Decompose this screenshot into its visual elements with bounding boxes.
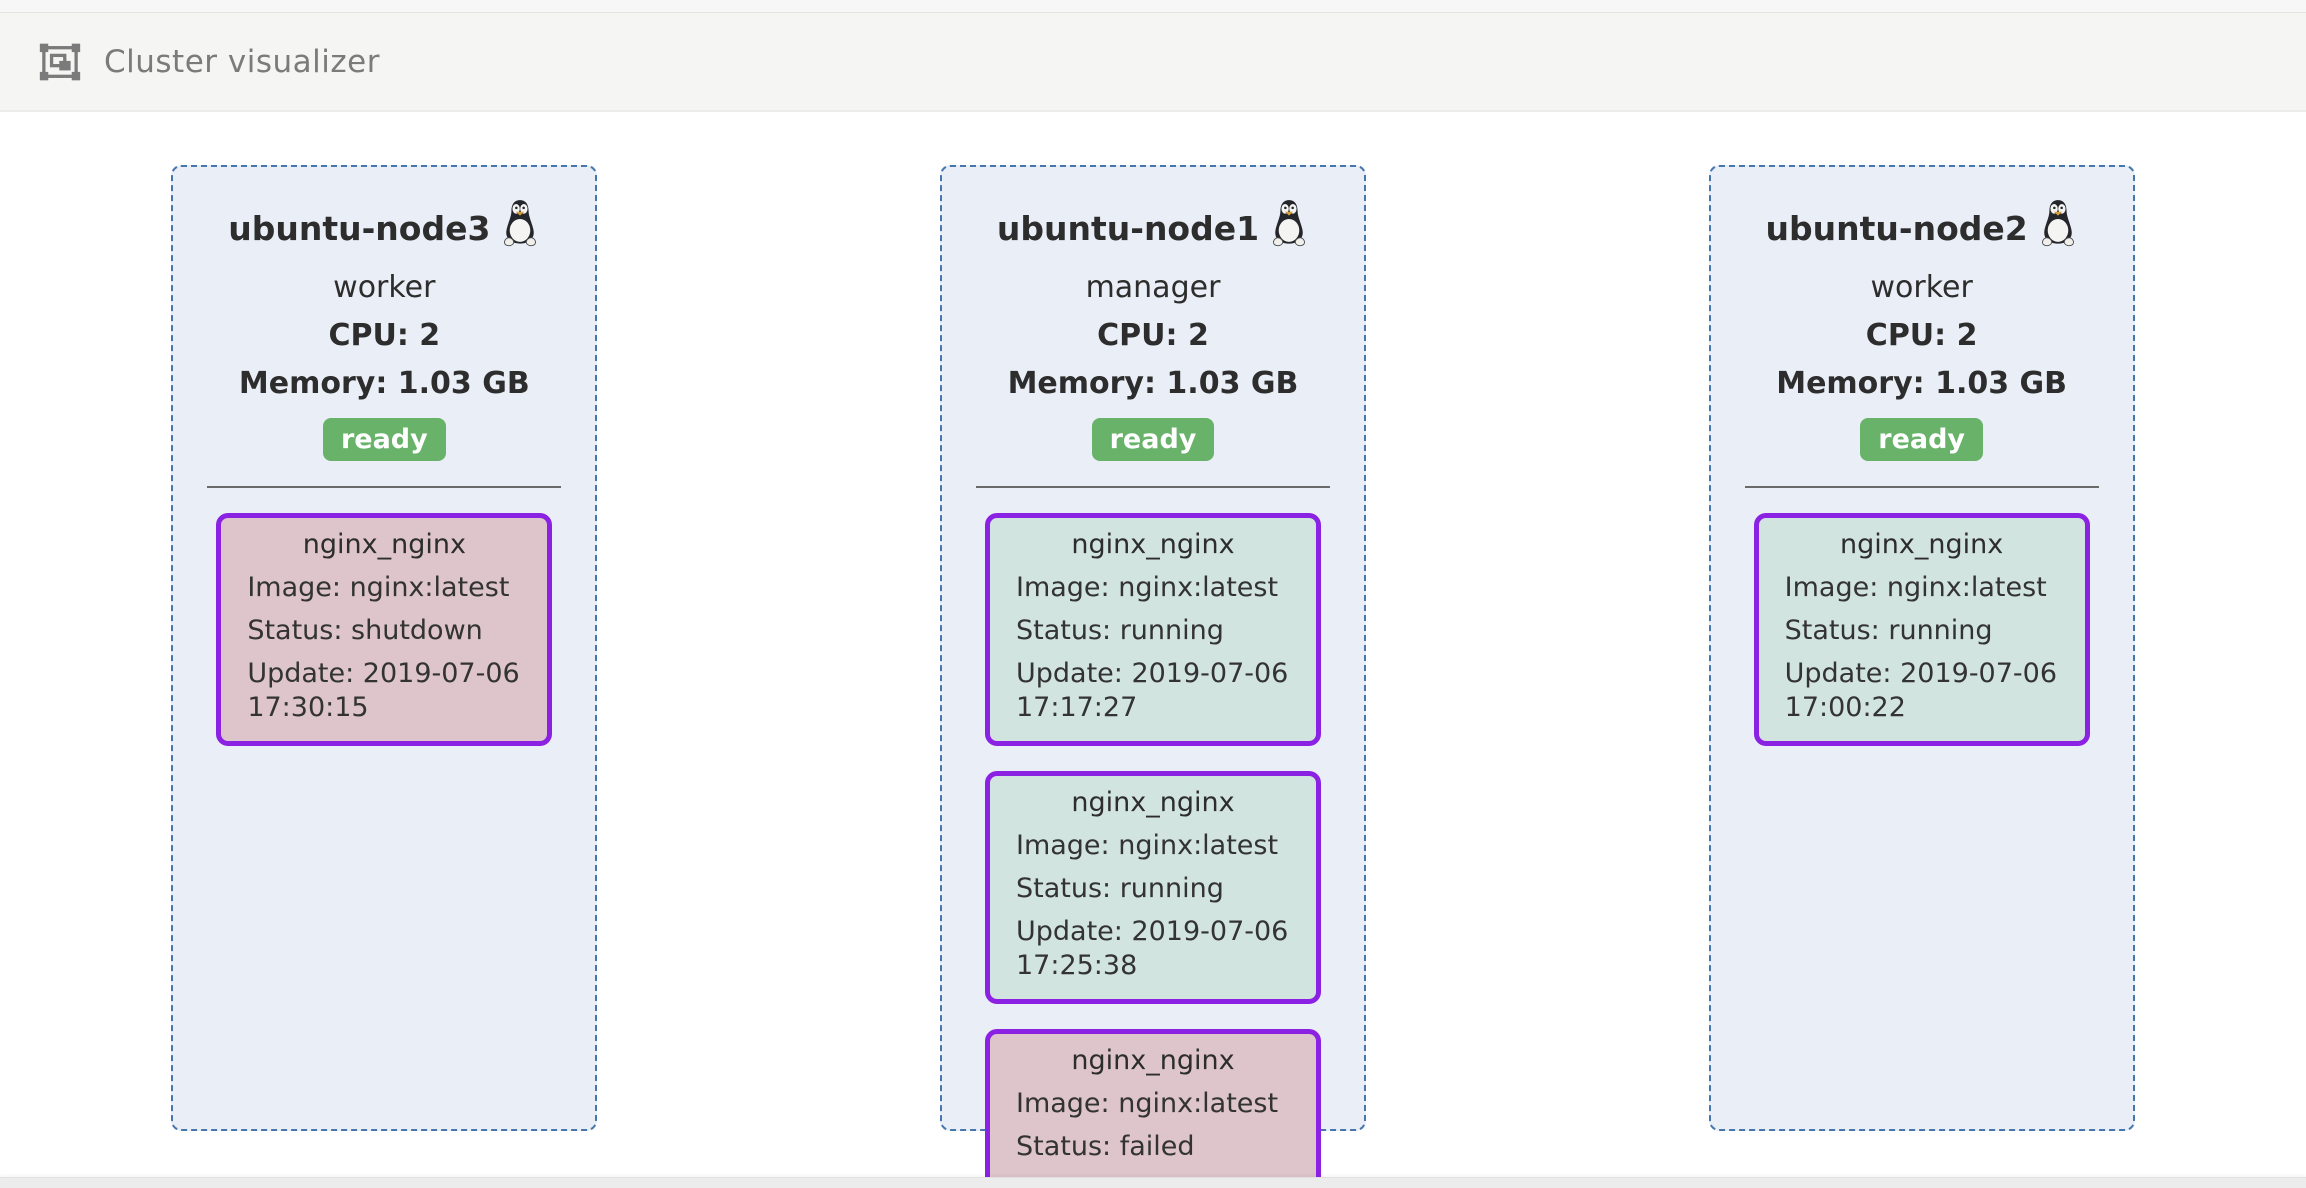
node-name: ubuntu-node2	[1765, 208, 2028, 248]
node-containers: nginx_nginx Image: nginx:latest Status: …	[1753, 513, 2090, 746]
bottom-strip	[0, 1177, 2306, 1188]
node-card: ubuntu-node3 worker CPU: 2 Memory: 1.03 …	[171, 165, 598, 1131]
node-card: ubuntu-node2 worker CPU: 2 Memory: 1.03 …	[1708, 165, 2135, 1131]
container-image: Image: nginx:latest	[1015, 1088, 1279, 1119]
node-containers: nginx_nginx Image: nginx:latest Status: …	[984, 513, 1321, 1188]
node-name: ubuntu-node1	[996, 208, 1260, 248]
container-image: Image: nginx:latest	[1015, 830, 1279, 861]
container-status: Status: running	[1784, 615, 1993, 646]
container-card: nginx_nginx Image: nginx:latest Status: …	[984, 1029, 1321, 1188]
node-role: worker	[333, 270, 436, 305]
node-cpu: CPU: 2	[1865, 318, 1978, 353]
node-role: manager	[1085, 270, 1221, 305]
container-title: nginx_nginx	[1840, 529, 2004, 560]
container-image: Image: nginx:latest	[247, 572, 510, 603]
tux-linux-icon	[1269, 199, 1309, 258]
top-strip	[0, 0, 2306, 13]
node-cpu: CPU: 2	[328, 318, 441, 353]
container-update: Update: 2019-07-06 17:00:22	[1784, 658, 2058, 723]
node-divider	[1744, 486, 2099, 488]
container-update: Update: 2019-07-06 17:30:15	[247, 658, 520, 723]
container-status: Status: running	[1015, 615, 1224, 646]
tux-linux-icon	[500, 199, 540, 258]
node-name: ubuntu-node3	[228, 208, 491, 248]
container-title: nginx_nginx	[302, 529, 466, 560]
node-status-row: ready	[976, 404, 1330, 461]
node-title: ubuntu-node3	[207, 199, 561, 258]
container-card: nginx_nginx Image: nginx:latest Status: …	[1753, 513, 2090, 746]
node-role: worker	[1870, 270, 1973, 305]
node-cpu: CPU: 2	[1097, 318, 1209, 353]
node-memory: Memory: 1.03 GB	[1776, 366, 2068, 401]
node-title: ubuntu-node2	[1745, 199, 2099, 258]
node-divider	[207, 486, 562, 488]
node-card: ubuntu-node1 manager CPU: 2 Memory: 1.03…	[939, 165, 1366, 1188]
container-card: nginx_nginx Image: nginx:latest Status: …	[984, 771, 1321, 1004]
container-update: Update: 2019-07-06 17:17:27	[1015, 658, 1289, 723]
container-title: nginx_nginx	[1071, 529, 1235, 560]
node-divider	[975, 486, 1330, 488]
node-title: ubuntu-node1	[976, 199, 1330, 258]
container-status: Status: shutdown	[247, 615, 483, 646]
container-image: Image: nginx:latest	[1784, 572, 2047, 603]
node-status-row: ready	[207, 404, 561, 461]
container-title: nginx_nginx	[1071, 1045, 1235, 1076]
container-card: nginx_nginx Image: nginx:latest Status: …	[216, 513, 553, 746]
container-image: Image: nginx:latest	[1015, 572, 1279, 603]
node-memory: Memory: 1.03 GB	[1007, 366, 1299, 401]
node-status-row: ready	[1745, 404, 2099, 461]
node-status-badge: ready	[1091, 418, 1215, 461]
node-containers: nginx_nginx Image: nginx:latest Status: …	[216, 513, 553, 746]
container-card: nginx_nginx Image: nginx:latest Status: …	[984, 513, 1321, 746]
page-title: Cluster visualizer	[104, 43, 380, 80]
node-status-badge: ready	[1860, 418, 1984, 461]
container-status: Status: running	[1015, 873, 1224, 904]
tux-linux-icon	[2038, 199, 2078, 258]
container-update: Update: 2019-07-06 17:25:38	[1015, 916, 1289, 981]
node-status-badge: ready	[322, 418, 446, 461]
nodes-row: ubuntu-node3 worker CPU: 2 Memory: 1.03 …	[0, 112, 2306, 1188]
app-header: Cluster visualizer	[0, 13, 2306, 112]
container-title: nginx_nginx	[1071, 787, 1235, 818]
object-group-icon	[38, 40, 82, 84]
node-memory: Memory: 1.03 GB	[238, 366, 530, 401]
container-status: Status: failed	[1015, 1131, 1195, 1162]
